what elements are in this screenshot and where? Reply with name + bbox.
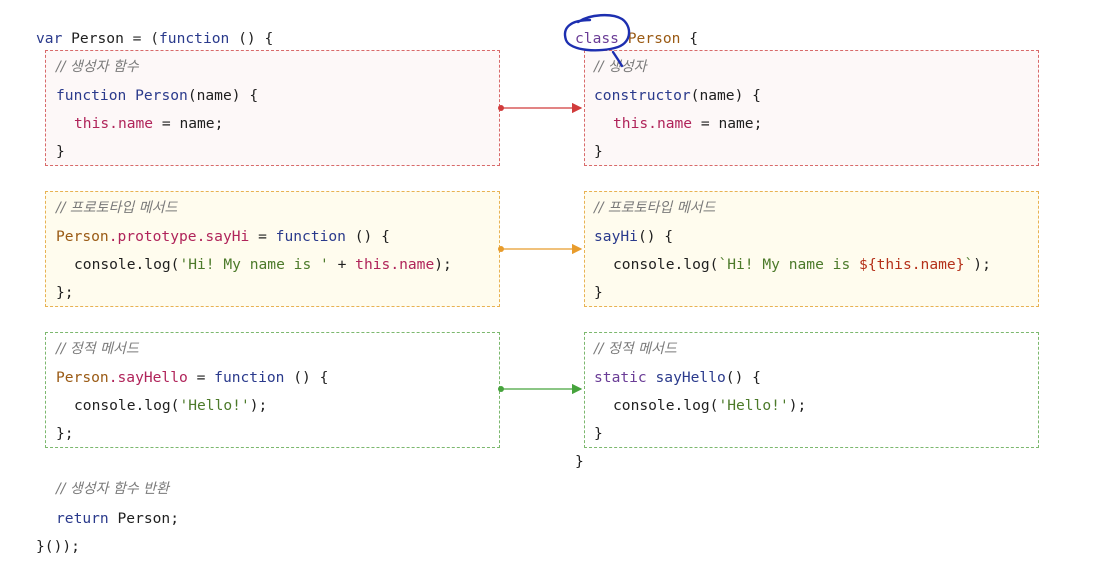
right-template-start: `Hi! My name is xyxy=(718,256,860,273)
left-this-keyword: this xyxy=(74,115,110,132)
static-arrow xyxy=(498,383,583,395)
left-return-value: Person; xyxy=(108,510,180,527)
right-prototype-box xyxy=(584,191,1039,307)
left-console-close-2: ); xyxy=(249,397,268,414)
left-prototype-comment: // 프로토타입 메서드 xyxy=(56,200,178,216)
left-static-tail: () { xyxy=(284,369,329,386)
left-person-object: Person xyxy=(56,228,109,245)
prototype-arrow xyxy=(498,243,583,255)
right-console-log-2: console.log( xyxy=(613,397,719,414)
left-function-keyword: function xyxy=(159,30,230,47)
right-class-keyword: class xyxy=(575,30,619,47)
left-name-member-2: .name xyxy=(390,256,435,273)
left-static-comment: // 정적 메서드 xyxy=(56,341,139,357)
right-class-end: } xyxy=(575,453,584,470)
constructor-arrow xyxy=(498,102,583,114)
left-constructor-params: (name) { xyxy=(187,87,259,104)
left-plus: + xyxy=(328,256,356,273)
right-static-box xyxy=(584,332,1039,448)
right-prototype-line-3: } xyxy=(594,284,603,301)
right-hello-string: 'Hello!' xyxy=(718,397,789,414)
right-static-line-2: console.log('Hello!'); xyxy=(613,397,806,415)
left-return-comment: // 생성자 함수 반환 xyxy=(56,481,169,497)
left-prototype-line-1: Person.prototype.sayHi = function () { xyxy=(56,228,390,246)
right-this-keyword-2: this xyxy=(876,256,912,273)
left-static-function-keyword: function xyxy=(214,369,285,386)
class-keyword-highlight-circle xyxy=(563,14,631,68)
right-sayhi-tail: () { xyxy=(637,228,674,245)
left-static-eq: = xyxy=(187,369,215,386)
right-console-close: ); xyxy=(973,256,991,273)
left-name-member: .name xyxy=(109,115,154,132)
right-constructor-comment: // 생성자 xyxy=(594,59,647,75)
right-template-close: } xyxy=(955,256,965,273)
right-constructor-params: (name) { xyxy=(690,87,761,104)
left-iife-end: }()); xyxy=(36,538,80,555)
left-return-line: return Person; xyxy=(56,510,179,528)
left-header: var Person = (function () { xyxy=(36,30,273,48)
left-constructor-line-1: function Person(name) { xyxy=(56,87,258,105)
right-prototype-line-2: console.log(`Hi! My name is ${this.name}… xyxy=(613,256,991,274)
right-static-keyword: static xyxy=(594,369,647,386)
left-var-keyword: var xyxy=(36,30,63,47)
right-header: class Person { xyxy=(575,30,698,48)
left-function-keyword-2: function xyxy=(56,87,127,104)
left-prototype-member: .prototype xyxy=(108,228,197,245)
left-constructor-line-2: this.name = name; xyxy=(74,115,223,133)
left-sayhello-member: .sayHello xyxy=(108,369,188,386)
right-this-keyword: this xyxy=(613,115,649,132)
left-prototype-tail: () { xyxy=(345,228,390,245)
right-template-open: ${ xyxy=(859,256,877,273)
left-console-close: ); xyxy=(434,256,452,273)
right-console-close-2: ); xyxy=(788,397,807,414)
right-prototype-comment: // 프로토타입 메서드 xyxy=(594,200,716,216)
left-header-tail: () { xyxy=(229,30,274,47)
left-prototype-box xyxy=(45,191,500,307)
left-prototype-eq: = xyxy=(249,228,276,245)
left-constructor-comment: // 생성자 함수 xyxy=(56,59,139,75)
right-constructor-box xyxy=(584,50,1039,166)
right-sayhello-name: sayHello xyxy=(646,369,726,386)
left-person-name: Person xyxy=(62,30,133,47)
left-console-log-2: console.log( xyxy=(74,397,180,414)
right-template-end: ` xyxy=(964,256,974,273)
right-header-tail: { xyxy=(680,30,699,47)
right-name-member-2: .name xyxy=(911,256,956,273)
right-sayhi-name: sayHi xyxy=(594,228,638,245)
left-return-keyword: return xyxy=(56,510,109,527)
left-person-object-2: Person xyxy=(56,369,109,386)
left-prototype-function-keyword: function xyxy=(275,228,346,245)
right-constructor-line-3: } xyxy=(594,143,603,160)
left-constructor-line-3: } xyxy=(56,143,65,160)
right-static-line-1: static sayHello() { xyxy=(594,369,761,387)
left-static-box xyxy=(45,332,500,448)
right-constructor-line-2: this.name = name; xyxy=(613,115,762,133)
left-hi-string: 'Hi! My name is ' xyxy=(179,256,329,273)
right-constructor-name: constructor xyxy=(594,87,691,104)
left-constructor-name: Person xyxy=(126,87,188,104)
right-constructor-line-1: constructor(name) { xyxy=(594,87,761,105)
left-prototype-line-3: }; xyxy=(56,284,74,301)
right-static-comment: // 정적 메서드 xyxy=(594,341,677,357)
left-assign: = ( xyxy=(132,30,160,47)
left-hello-string: 'Hello!' xyxy=(179,397,250,414)
left-sayhi-member: .sayHi xyxy=(196,228,250,245)
right-assign-name: = name; xyxy=(692,115,763,132)
left-static-line-3: }; xyxy=(56,425,74,442)
left-static-line-1: Person.sayHello = function () { xyxy=(56,369,328,387)
right-class-name: Person xyxy=(618,30,681,47)
right-sayhello-tail: () { xyxy=(725,369,761,386)
left-assign-name: = name; xyxy=(153,115,224,132)
right-console-log: console.log( xyxy=(613,256,719,273)
right-prototype-line-1: sayHi() { xyxy=(594,228,673,246)
right-name-member: .name xyxy=(648,115,693,132)
left-this-keyword-2: this xyxy=(355,256,391,273)
left-static-line-2: console.log('Hello!'); xyxy=(74,397,267,415)
left-console-log: console.log( xyxy=(74,256,180,273)
left-prototype-line-2: console.log('Hi! My name is ' + this.nam… xyxy=(74,256,452,274)
right-static-line-3: } xyxy=(594,425,603,442)
